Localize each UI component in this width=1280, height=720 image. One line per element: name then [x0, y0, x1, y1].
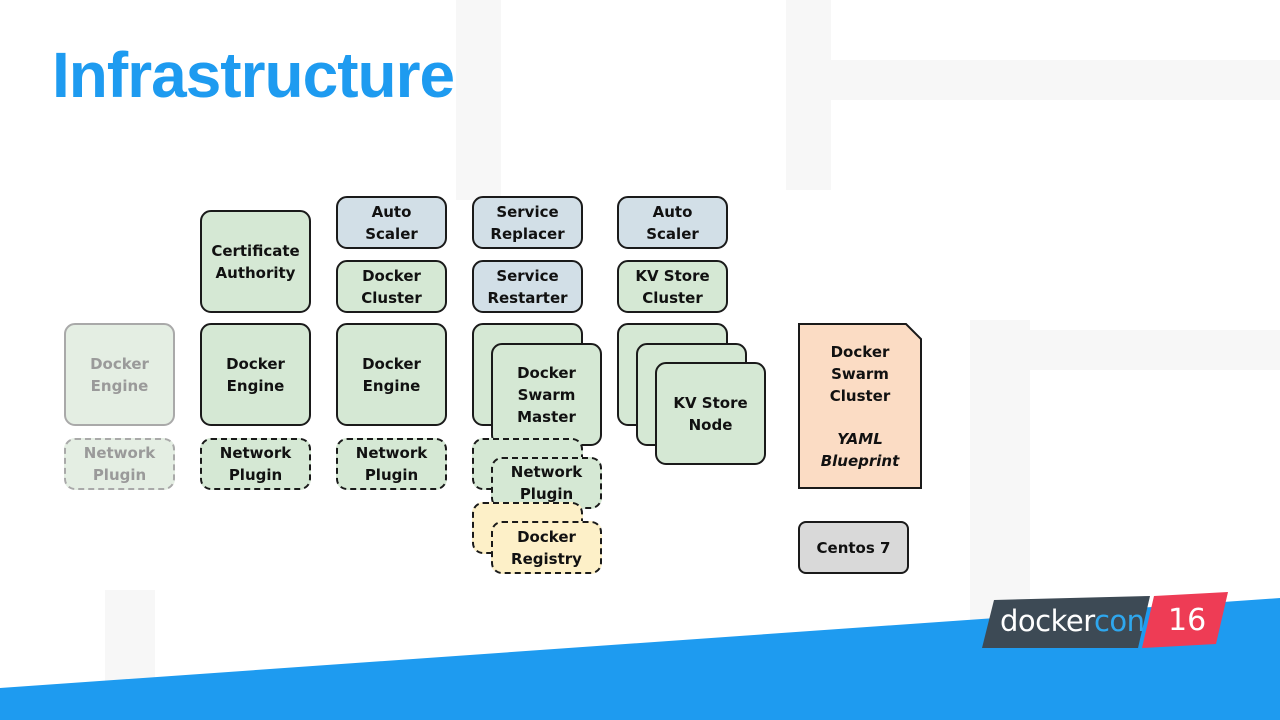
blueprint-subtitle: YAML Blueprint — [820, 429, 900, 470]
service-restarter-box: Service Restarter — [472, 260, 583, 313]
auto-scaler-box: Auto Scaler — [336, 196, 447, 249]
docker-engine-box: Docker Engine — [64, 323, 175, 426]
background-decoration — [970, 320, 1030, 620]
auto-scaler-box: Auto Scaler — [617, 196, 728, 249]
network-plugin-box: Network Plugin — [491, 457, 602, 509]
docker-engine-box: Docker Engine — [200, 323, 311, 426]
centos-box: Centos 7 — [798, 521, 909, 574]
docker-cluster-box: Docker Cluster — [336, 260, 447, 313]
box-label: Auto Scaler — [365, 202, 418, 243]
kv-store-node-box: KV Store Node — [655, 362, 766, 465]
certificate-authority-box: Certificate Authority — [200, 210, 311, 313]
logo-year: 16 — [1168, 603, 1207, 638]
yaml-blueprint-document: Docker Swarm Cluster YAML Blueprint — [798, 323, 922, 489]
background-decoration — [830, 60, 1280, 100]
blueprint-heading: Docker Swarm Cluster — [829, 342, 891, 405]
box-label: Docker Engine — [226, 354, 285, 395]
dockercon-logo — [982, 592, 1228, 648]
box-label: KV Store Cluster — [635, 266, 710, 307]
box-label: Network Plugin — [510, 463, 583, 503]
background-decoration — [786, 0, 831, 190]
service-replacer-box: Service Replacer — [472, 196, 583, 249]
box-label: KV Store Node — [673, 393, 748, 434]
network-plugin-box: Network Plugin — [64, 438, 175, 490]
page-title: Infrastructure — [52, 39, 455, 111]
network-plugin-box: Network Plugin — [336, 438, 447, 490]
kv-store-cluster-box: KV Store Cluster — [617, 260, 728, 313]
box-label: Auto Scaler — [646, 202, 699, 243]
box-label: Docker Engine — [90, 354, 149, 395]
background-decoration — [456, 0, 501, 200]
box-label: Network Plugin — [83, 444, 156, 484]
box-label: Centos 7 — [816, 538, 891, 557]
box-label: Service Restarter — [487, 266, 568, 307]
document-shape — [798, 323, 922, 489]
box-label: Docker Cluster — [361, 266, 422, 307]
background-decoration — [1030, 330, 1280, 370]
docker-registry-box: Docker Registry — [491, 521, 602, 574]
docker-engine-box: Docker Engine — [336, 323, 447, 426]
docker-swarm-master-box: Docker Swarm Master — [491, 343, 602, 446]
logo-con-text: con — [1093, 604, 1145, 638]
box-label: Service Replacer — [490, 202, 565, 243]
box-label: Network Plugin — [219, 444, 292, 484]
box-label: Docker Registry — [511, 527, 582, 568]
box-label: Docker Swarm Master — [517, 363, 576, 426]
box-label: Docker Engine — [362, 354, 421, 395]
network-plugin-box: Network Plugin — [200, 438, 311, 490]
box-label: Network Plugin — [355, 444, 428, 484]
box-label: Certificate Authority — [211, 241, 300, 282]
logo-docker-text: docker — [1000, 604, 1094, 638]
logo-wordmark: dockercon — [1000, 604, 1145, 638]
